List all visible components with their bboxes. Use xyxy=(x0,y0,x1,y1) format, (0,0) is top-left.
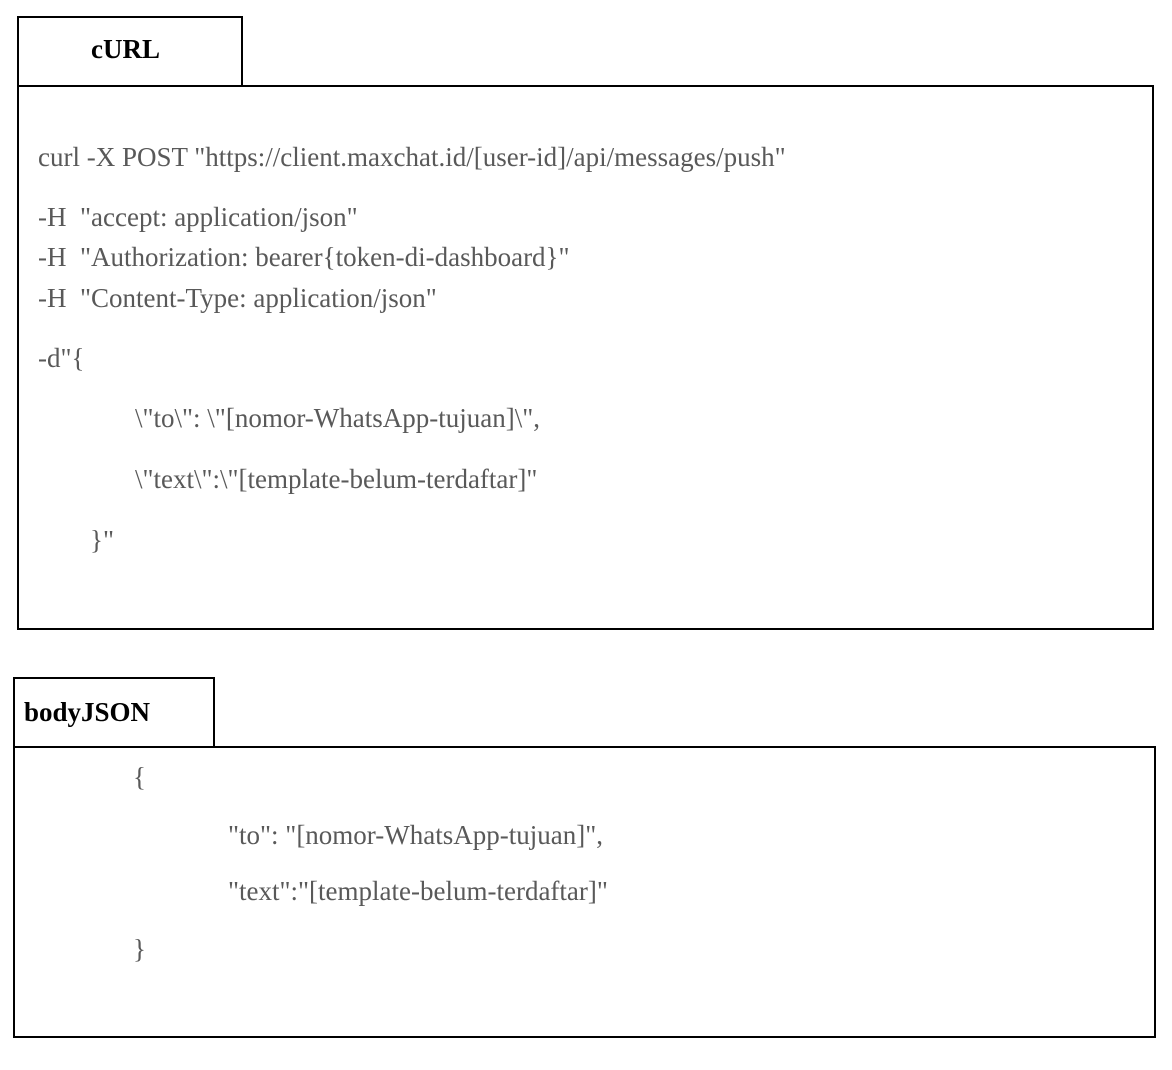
curl-line-header-authorization: -H "Authorization: bearer{token-di-dashb… xyxy=(38,242,570,272)
curl-line-data-close: }" xyxy=(90,525,114,555)
bodyjson-line-text: "text":"[template-belum-terdaftar]" xyxy=(228,876,608,906)
bodyjson-tab-label: bodyJSON xyxy=(13,677,215,748)
curl-line-header-accept: -H "accept: application/json" xyxy=(38,202,358,232)
curl-line-data-to: \"to\": \"[nomor-WhatsApp-tujuan]\", xyxy=(135,403,540,433)
bodyjson-line-to: "to": "[nomor-WhatsApp-tujuan]", xyxy=(228,820,603,850)
curl-line-data-text: \"text\":\"[template-belum-terdaftar]" xyxy=(135,464,538,494)
curl-tab-label: cURL xyxy=(17,16,243,87)
curl-line-header-content-type: -H "Content-Type: application/json" xyxy=(38,283,437,313)
bodyjson-line-close: } xyxy=(133,934,146,964)
bodyjson-line-open: { xyxy=(133,762,146,792)
curl-code-panel xyxy=(17,85,1154,630)
curl-line-command: curl -X POST "https://client.maxchat.id/… xyxy=(38,142,786,172)
bodyjson-code-panel xyxy=(13,746,1156,1038)
curl-line-data-open: -d"{ xyxy=(38,343,85,373)
